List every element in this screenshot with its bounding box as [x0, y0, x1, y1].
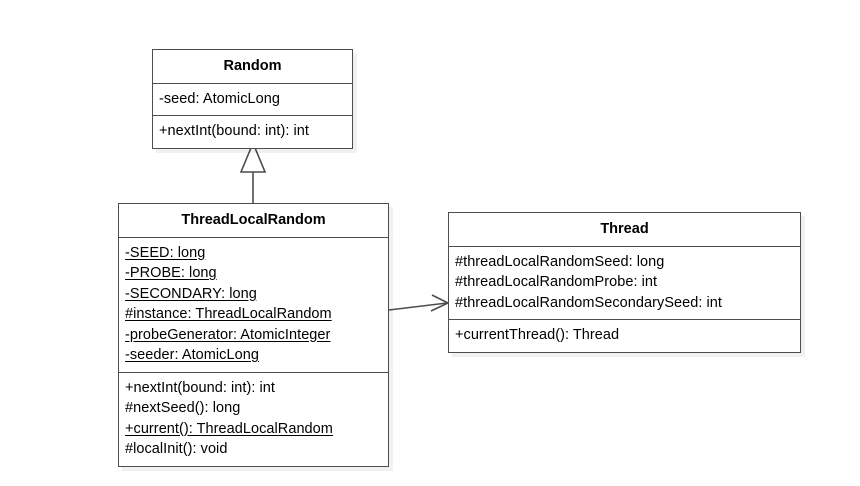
method-row: #nextSeed(): long — [125, 398, 382, 419]
method-row: +current(): ThreadLocalRandom — [125, 419, 382, 440]
attribute-text: -probeGenerator: AtomicInteger — [125, 326, 331, 343]
method-row: +nextInt(bound: int): int — [159, 121, 346, 142]
class-box-random[interactable]: Random -seed: AtomicLong +nextInt(bound:… — [152, 49, 353, 149]
method-row: +nextInt(bound: int): int — [125, 378, 382, 399]
method-text: +currentThread(): Thread — [455, 327, 620, 343]
association-arrowhead-icon — [430, 294, 450, 312]
method-text: +nextInt(bound: int): int — [159, 123, 309, 139]
method-text: #localInit(): void — [125, 441, 228, 457]
attribute-text: #threadLocalRandomSeed: long — [455, 253, 665, 270]
attribute-row: #threadLocalRandomProbe: int — [455, 272, 794, 293]
attribute-row: #instance: ThreadLocalRandom — [125, 304, 382, 325]
class-box-thread[interactable]: Thread #threadLocalRandomSeed: long #thr… — [448, 212, 801, 353]
generalization-thread-local-random-to-random — [239, 140, 267, 203]
method-row: #localInit(): void — [125, 439, 382, 460]
attribute-row: #threadLocalRandomSeed: long — [455, 252, 794, 273]
attribute-text: -seeder: AtomicLong — [125, 347, 259, 363]
methods-compartment-random: +nextInt(bound: int): int — [153, 115, 352, 148]
attribute-row: -PROBE: long — [125, 263, 382, 284]
attribute-row: -SEED: long — [125, 243, 382, 264]
attribute-row: #threadLocalRandomSecondarySeed: int — [455, 293, 794, 314]
attribute-row: -seeder: AtomicLong — [125, 345, 382, 366]
method-text: +current(): ThreadLocalRandom — [125, 420, 333, 437]
attribute-row: -SECONDARY: long — [125, 284, 382, 305]
attribute-text: #instance: ThreadLocalRandom — [125, 306, 332, 322]
attribute-row: -probeGenerator: AtomicInteger — [125, 325, 382, 346]
method-row: +currentThread(): Thread — [455, 325, 794, 346]
attribute-text: -PROBE: long — [125, 265, 217, 281]
attributes-compartment-thread: #threadLocalRandomSeed: long #threadLoca… — [449, 247, 800, 320]
method-text: #nextSeed(): long — [125, 400, 241, 416]
class-name-random: Random — [153, 50, 352, 84]
attribute-text: -seed: AtomicLong — [159, 90, 280, 107]
attributes-compartment-thread-local-random: -SEED: long -PROBE: long -SECONDARY: lon… — [119, 238, 388, 372]
methods-compartment-thread-local-random: +nextInt(bound: int): int #nextSeed(): l… — [119, 371, 388, 466]
attribute-text: #threadLocalRandomSecondarySeed: int — [455, 294, 723, 311]
class-box-thread-local-random[interactable]: ThreadLocalRandom -SEED: long -PROBE: lo… — [118, 203, 389, 467]
attribute-row: -seed: AtomicLong — [159, 89, 346, 110]
method-text: +nextInt(bound: int): int — [125, 379, 275, 396]
class-name-thread: Thread — [449, 213, 800, 247]
methods-compartment-thread: +currentThread(): Thread — [449, 319, 800, 352]
class-name-thread-local-random: ThreadLocalRandom — [119, 204, 388, 238]
association-line — [388, 302, 448, 311]
attribute-text: -SEED: long — [125, 244, 206, 261]
attributes-compartment-random: -seed: AtomicLong — [153, 84, 352, 116]
association-thread-local-random-to-thread — [388, 294, 450, 312]
attribute-text: -SECONDARY: long — [125, 285, 257, 302]
attribute-text: #threadLocalRandomProbe: int — [455, 274, 658, 290]
